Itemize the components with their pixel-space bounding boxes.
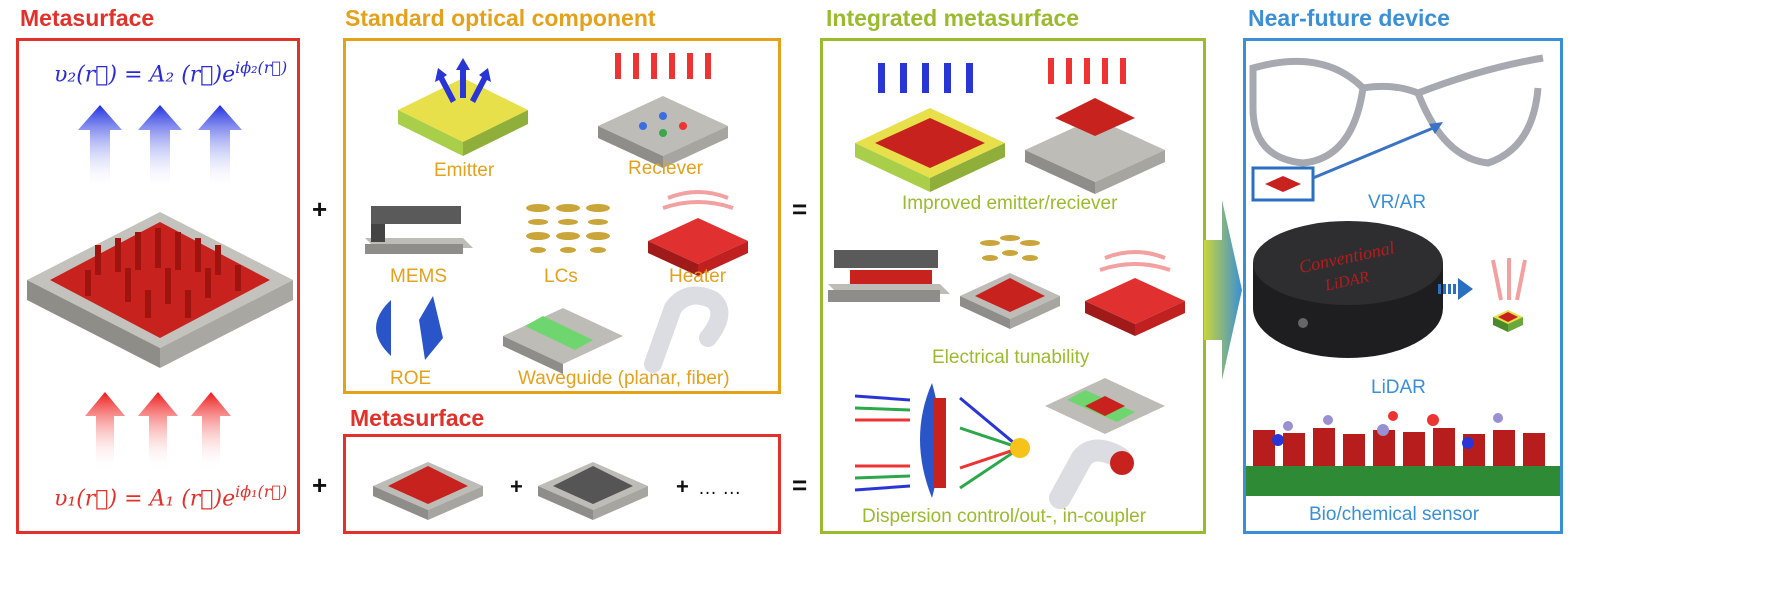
future-illustration: Conventional LiDAR	[1246, 54, 1560, 496]
integrated-metasurface-title: Integrated metasurface	[826, 5, 1080, 31]
metasurface-secondary-title: Metasurface	[350, 405, 485, 431]
roe-device	[376, 296, 443, 360]
vrar-pointer-head	[1429, 122, 1443, 134]
lidar-emitter-chip	[1491, 258, 1527, 332]
waveguide-device	[503, 286, 729, 374]
equals-operator-bottom: =	[792, 470, 808, 500]
equation-bottom: υ₁(r⃗) = A₁ (r⃗)eiϕ₁(r⃗)	[54, 482, 287, 511]
metasurface-panel	[16, 38, 300, 534]
lidar-label: LiDAR	[1371, 377, 1426, 398]
integrated-illustration	[828, 58, 1185, 509]
dispersion-label: Dispersion control/out-, in-coupler	[862, 506, 1147, 527]
transition-arrow	[1204, 200, 1242, 380]
ellipsis-label: … …	[698, 478, 742, 499]
equation-bottom-exp: iϕ₁(r⃗)	[235, 482, 288, 501]
equation-top-base: υ₂(r⃗) = A₂ (r⃗)e	[54, 62, 236, 88]
equals-operator-top: =	[792, 194, 808, 224]
vrar-pointer-line	[1312, 124, 1439, 180]
lcs-label: LCs	[544, 266, 578, 287]
metasurface-title: Metasurface	[20, 5, 155, 31]
lidar-beam-arrow	[1438, 278, 1473, 300]
improved-emitter-device	[855, 63, 1005, 192]
blue-output-arrows	[78, 105, 242, 190]
plus-operator-bottom: +	[312, 470, 328, 500]
near-future-title: Near-future device	[1248, 5, 1450, 31]
standard-components-illustration	[365, 53, 748, 374]
glasses-inset-box	[1251, 166, 1315, 202]
equation-bottom-base: υ₁(r⃗) = A₁ (r⃗)e	[54, 486, 236, 512]
glasses-icon	[1249, 54, 1544, 167]
emitter-device	[398, 58, 528, 156]
red-metasurface-tile	[373, 462, 483, 520]
standard-component-title: Standard optical component	[345, 5, 656, 31]
metasurface-variants	[373, 462, 648, 520]
dispersion-device	[854, 378, 1165, 509]
metasurface-secondary-panel	[343, 434, 781, 534]
lidar-device	[1253, 221, 1443, 358]
red-input-arrows	[85, 392, 231, 470]
future-panel	[1243, 38, 1563, 534]
improved-label: Improved emitter/reciever	[902, 193, 1118, 214]
plus-between-tiles-2: +	[676, 474, 689, 499]
tunable-lc-device	[960, 235, 1060, 329]
metasurface-block	[27, 212, 293, 368]
tunable-heater-device	[1085, 250, 1185, 336]
emitter-label: Emitter	[434, 160, 495, 181]
reciever-label: Reciever	[628, 158, 703, 179]
glasses-inset-chip	[1265, 176, 1301, 192]
gray-metasurface-tile	[538, 462, 648, 520]
tunable-mems-device	[828, 250, 950, 302]
equation-top-exp: iϕ₂(r⃗)	[235, 58, 288, 77]
mems-label: MEMS	[390, 266, 447, 287]
bio-sensor-label: Bio/chemical sensor	[1309, 504, 1480, 525]
heater-label: Heater	[669, 266, 727, 287]
bio-sensor-device	[1246, 411, 1560, 496]
standard-component-panel	[343, 38, 781, 394]
equation-top: υ₂(r⃗) = A₂ (r⃗)eiϕ₂(r⃗)	[54, 58, 287, 87]
reciever-device	[598, 53, 728, 168]
mems-device	[365, 206, 473, 254]
vrar-label: VR/AR	[1368, 192, 1427, 213]
plus-operator-top: +	[312, 194, 328, 224]
plus-between-tiles-1: +	[510, 474, 523, 499]
lcs-device	[526, 204, 610, 253]
metasurface-illustration	[27, 105, 293, 470]
electrical-label: Electrical tunability	[932, 347, 1090, 368]
heater-device	[648, 190, 748, 276]
roe-label: ROE	[390, 368, 432, 389]
improved-reciever-device	[1025, 58, 1165, 194]
waveguide-label: Waveguide (planar, fiber)	[518, 368, 730, 389]
